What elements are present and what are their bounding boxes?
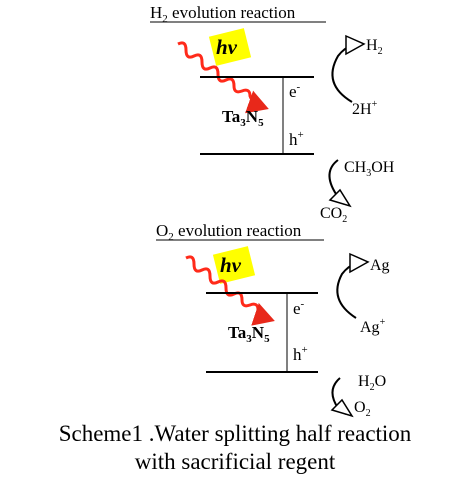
panel-title: O2 evolution reaction	[156, 221, 302, 243]
cb-reactant: 2H+	[352, 99, 378, 118]
hole-label: h+	[293, 344, 308, 364]
cb-arrowhead	[349, 252, 370, 274]
cb-product: H2	[366, 37, 383, 57]
photon-label: hν	[216, 35, 238, 59]
vb-arrowhead	[328, 188, 352, 208]
electron-label: e-	[293, 298, 305, 318]
vb-product: O2	[354, 399, 371, 419]
catalyst-label: Ta3N5	[222, 107, 264, 129]
cb-product: Ag	[370, 257, 390, 274]
caption-line-1: Scheme1 .Water splitting half reaction	[58, 421, 412, 446]
vb-reactant: CH3OH	[344, 159, 395, 179]
vb-arrowhead	[330, 398, 354, 418]
photon-wave	[185, 255, 275, 326]
vb-reactant: H2O	[358, 373, 386, 393]
panel-h2-evolution: H2 evolution reaction hν e- h+ Ta3N5 H2 …	[150, 3, 395, 225]
cb-arrowhead	[345, 34, 366, 56]
cb-reaction-arrow	[331, 43, 355, 103]
panel-title: H2 evolution reaction	[150, 3, 296, 25]
cb-reactant: Ag+	[360, 317, 386, 336]
caption-line-2: with sacrificial regent	[134, 449, 336, 474]
photon-label: hν	[220, 253, 242, 277]
vb-product: CO2	[320, 205, 347, 225]
hole-label: h+	[289, 129, 304, 149]
panel-o2-evolution: O2 evolution reaction hν e- h+ Ta3N5 Ag …	[156, 221, 390, 419]
photon-badge	[212, 246, 256, 284]
catalyst-label: Ta3N5	[228, 323, 270, 345]
scheme-caption: Scheme1 .Water splitting half reaction w…	[0, 420, 470, 476]
cb-reaction-arrow	[336, 261, 359, 319]
electron-label: e-	[289, 81, 301, 101]
photon-badge	[208, 28, 252, 66]
photon-wave	[177, 41, 269, 114]
